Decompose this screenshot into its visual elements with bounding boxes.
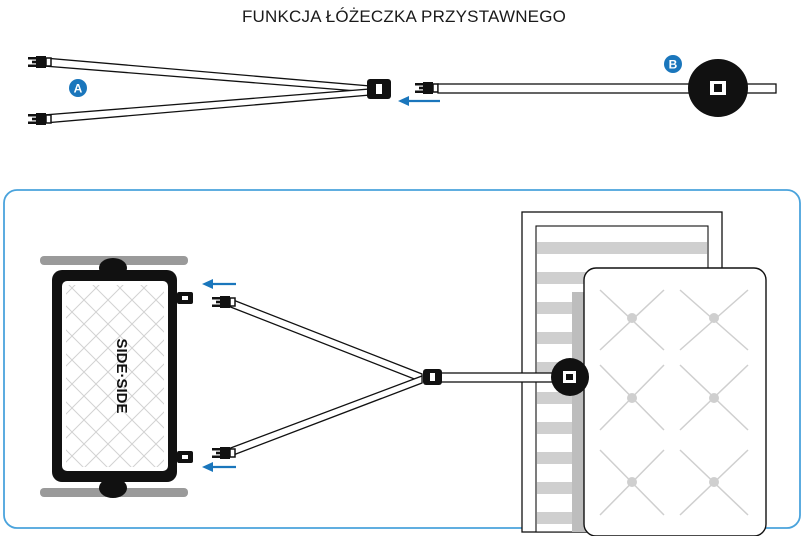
buckle-icon <box>27 55 52 69</box>
adult-bed <box>521 211 767 536</box>
label-b-text: B <box>669 58 678 72</box>
buckle-icon <box>27 112 52 126</box>
label-a-text: A <box>74 82 83 96</box>
adult-mattress <box>583 267 767 536</box>
installed-strap-assembly <box>211 295 589 460</box>
top-strap-assembly: A B <box>27 55 777 126</box>
anchor-disc-icon <box>551 358 589 396</box>
strap-a-lower <box>43 88 371 124</box>
buckle-icon <box>177 292 193 304</box>
buckle-icon <box>414 81 439 95</box>
co-sleeper-crib: SIDE·SIDE <box>40 256 193 498</box>
arrow-left-icon <box>202 462 236 472</box>
buckle-icon <box>177 451 193 463</box>
buckle-icon <box>367 79 391 99</box>
arrow-left-icon <box>398 96 440 106</box>
arrow-left-icon <box>202 279 236 289</box>
anchor-disc-icon <box>688 59 748 117</box>
label-b-badge: B <box>664 55 682 73</box>
strap-a-upper <box>43 57 371 93</box>
buckle-icon <box>423 369 442 385</box>
brand-logo: SIDE·SIDE <box>113 338 130 413</box>
label-a-badge: A <box>69 79 87 97</box>
strap-b <box>437 83 777 94</box>
page-title: FUNKCJA ŁÓŻECZKA PRZYSTAWNEGO <box>241 7 567 26</box>
